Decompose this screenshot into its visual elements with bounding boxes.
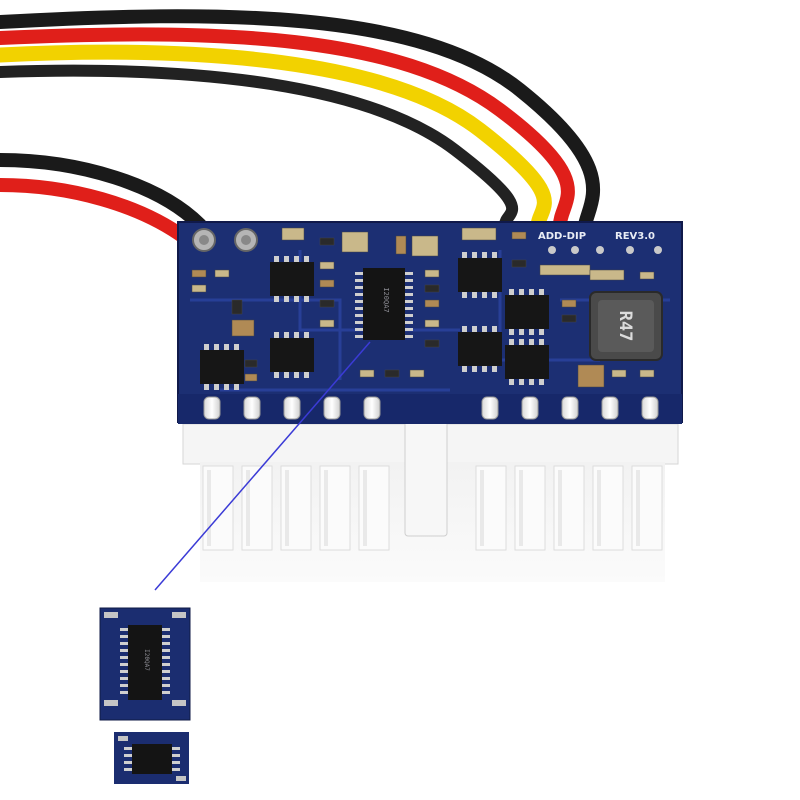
smd-component (409, 369, 425, 378)
smd-component (511, 259, 527, 268)
smd-component (281, 227, 305, 241)
solder-joint (561, 396, 579, 420)
mosfet-chip (270, 256, 314, 302)
wire-black-top-2 (0, 64, 519, 231)
smd-component (214, 269, 230, 278)
smd-component (424, 269, 440, 278)
mosfet-chip (505, 289, 549, 335)
smd-component (231, 299, 243, 315)
smd-component (561, 299, 577, 308)
atx-connector (182, 397, 679, 582)
smd-component (319, 279, 335, 288)
smd-component (395, 235, 407, 255)
smd-component (319, 261, 335, 270)
smd-component (639, 271, 655, 280)
inductor: R47 (589, 291, 663, 361)
smd-component (191, 269, 207, 278)
mosfet-chip (200, 344, 244, 390)
mosfet-chip (458, 326, 502, 372)
solder-joint (481, 396, 499, 420)
solder-joint-row (203, 396, 659, 420)
smd-component (231, 319, 255, 337)
screw-terminals (192, 228, 258, 252)
mosfet-chip (505, 339, 549, 385)
main-ic-chip: I20QA7 (355, 268, 413, 340)
smd-component (411, 235, 439, 257)
smd-component (539, 264, 591, 276)
connector-pin-housings (202, 465, 663, 551)
silkscreen-add-dip: ADD-DIP (538, 231, 586, 242)
smd-component (319, 299, 335, 308)
wire-red-top (0, 27, 575, 232)
smd-components (191, 227, 655, 388)
zoom-inset-mosfet (114, 732, 189, 784)
header-pads (548, 246, 662, 254)
smd-component (319, 319, 335, 328)
smd-component (244, 359, 258, 368)
smd-component (561, 314, 577, 323)
smd-component (424, 319, 440, 328)
solder-joint (203, 396, 221, 420)
smd-component (461, 227, 497, 241)
wire-red-side (0, 178, 192, 245)
smd-component (191, 284, 207, 293)
svg-text:I20QA7: I20QA7 (143, 649, 150, 671)
wire-black-top (0, 9, 601, 232)
inductor-label: R47 (615, 311, 635, 342)
mosfet-chip (458, 252, 502, 298)
smd-component (384, 369, 400, 378)
solder-joint (283, 396, 301, 420)
wire-harness (0, 9, 601, 245)
zoom-pointer-line (154, 341, 371, 591)
mosfet-group (200, 252, 549, 390)
wire-yellow-top (0, 44, 552, 233)
smd-component (341, 231, 369, 253)
solder-joint (641, 396, 659, 420)
smd-component (359, 369, 375, 378)
smd-component (319, 237, 335, 246)
smd-component (589, 269, 625, 281)
smd-component (424, 284, 440, 293)
smd-component (424, 299, 440, 308)
solder-joint (601, 396, 619, 420)
solder-joint (243, 396, 261, 420)
smd-component (639, 369, 655, 378)
silkscreen-rev: REV3.0 (615, 231, 655, 242)
smd-component (611, 369, 627, 378)
solder-joint (521, 396, 539, 420)
pcb-board: I20QA7 R47 ADD-DIP REV3.0 (177, 221, 683, 424)
solder-joint (363, 396, 381, 420)
smd-component (577, 364, 605, 388)
mosfet-chip (270, 332, 314, 378)
zoom-inset-main-ic: I20QA7 (99, 607, 191, 721)
svg-text:I20QA7: I20QA7 (382, 287, 390, 312)
smd-component (424, 339, 440, 348)
wire-black-side (0, 153, 207, 232)
solder-joint (323, 396, 341, 420)
smd-component (244, 373, 258, 382)
smd-component (511, 231, 527, 240)
